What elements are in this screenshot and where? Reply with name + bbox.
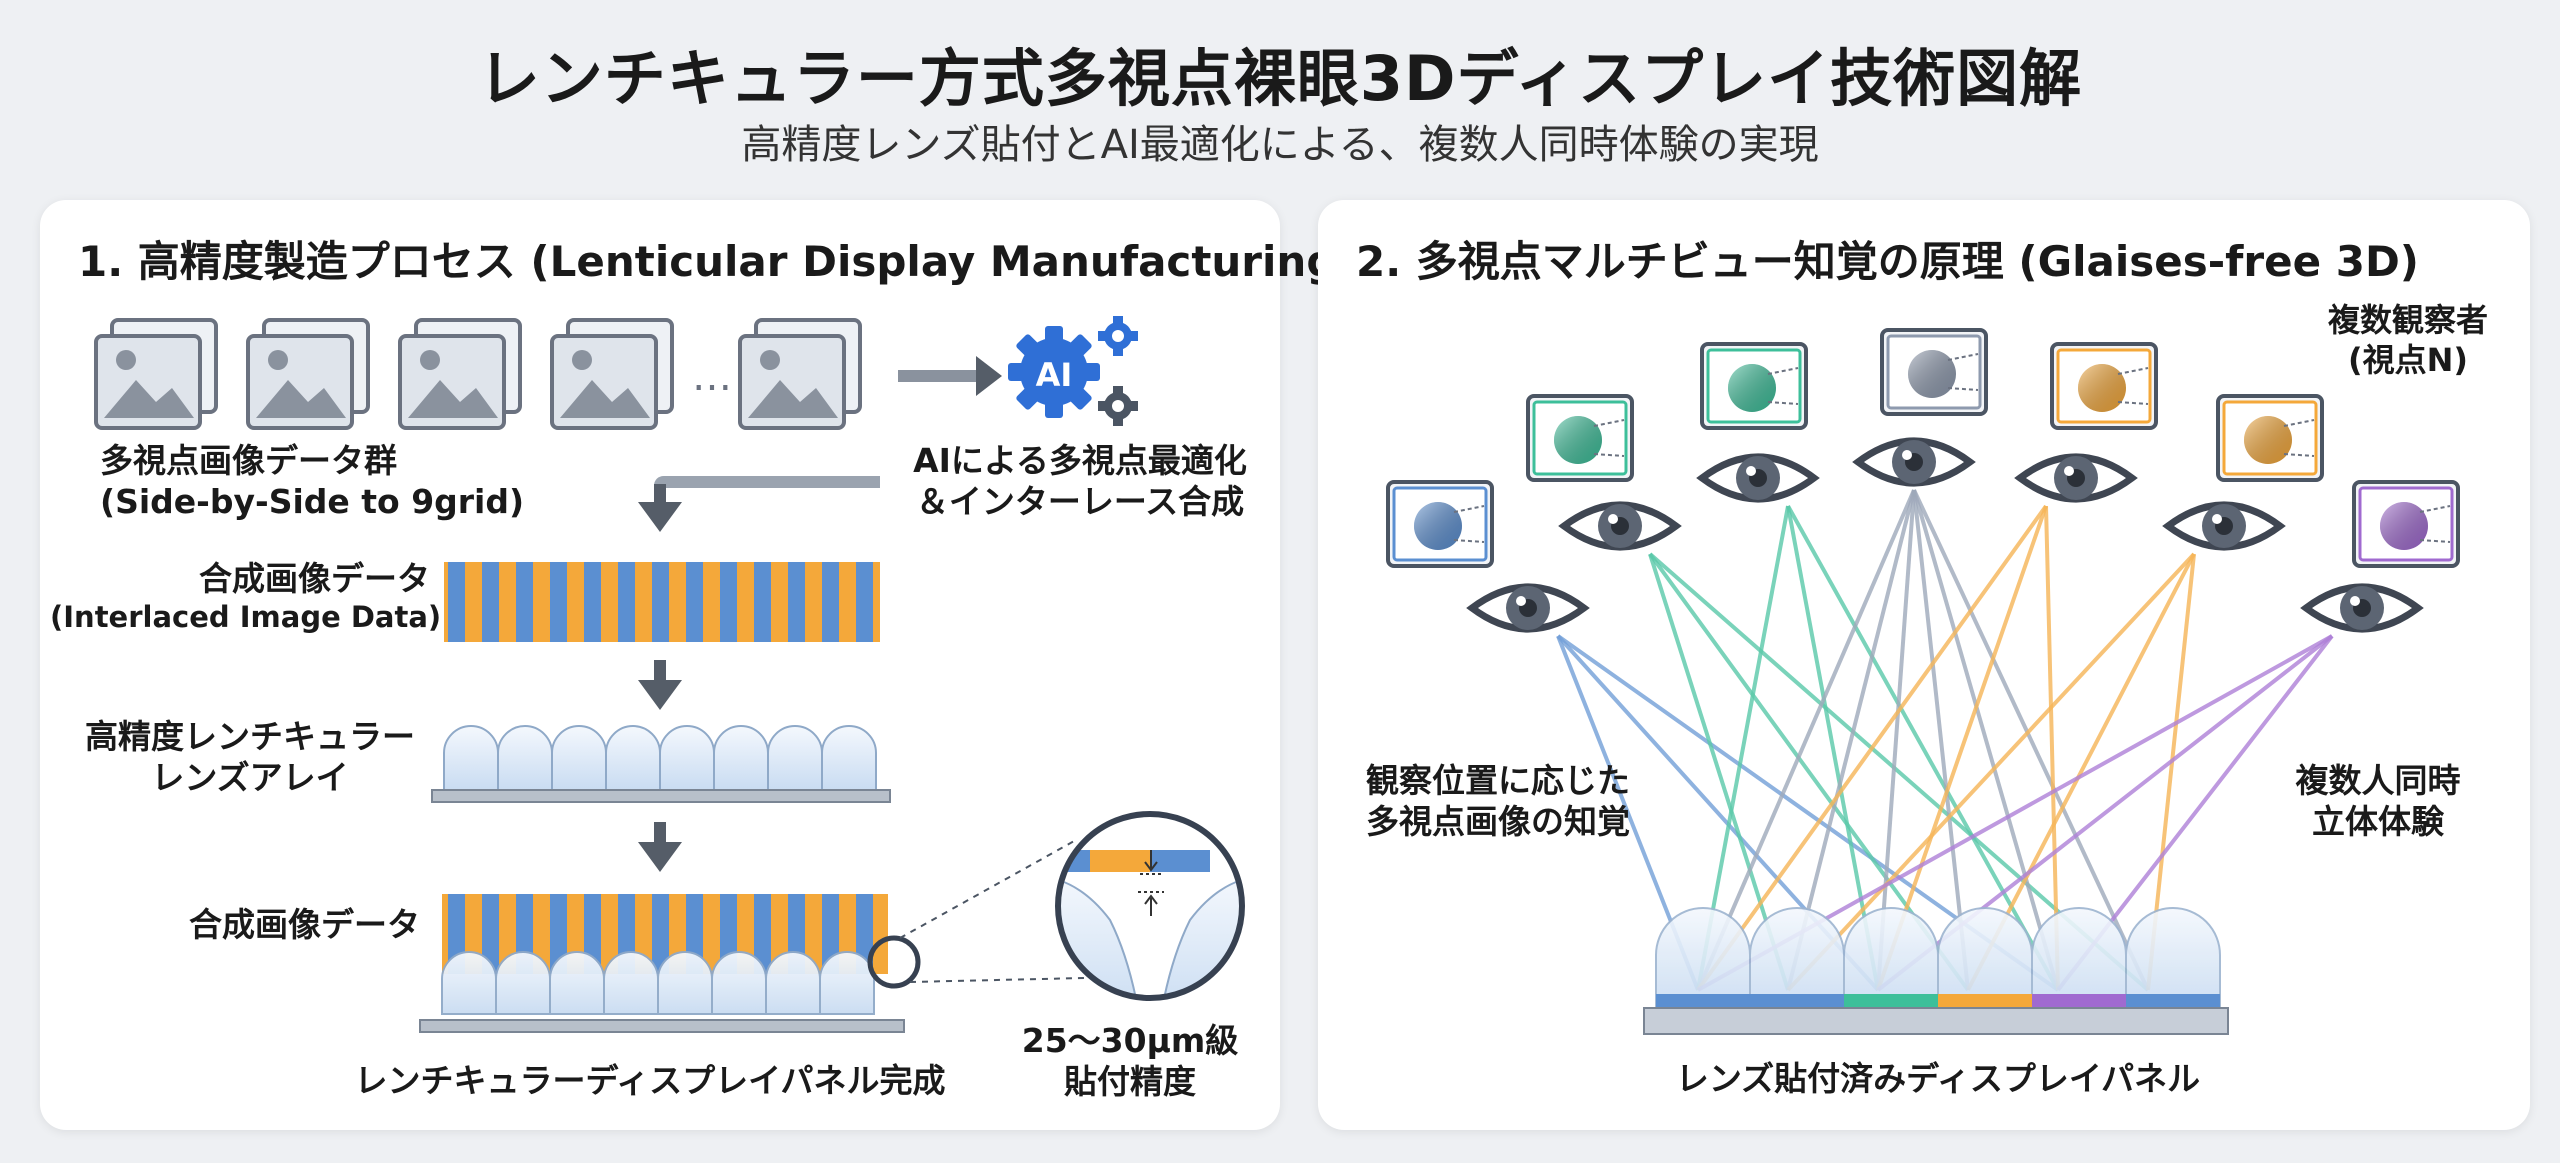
lens <box>1655 907 1751 1009</box>
perception-label: 観察位置に応じた 多視点画像の知覚 <box>1366 761 1630 842</box>
light-ray <box>1786 489 1916 991</box>
lens-label: 高精度レンチキュラー レンズアレイ <box>85 717 415 798</box>
lens <box>2031 907 2127 1009</box>
image-icon-1 <box>94 318 218 430</box>
lens <box>819 951 875 1015</box>
lens-array-icon <box>431 725 891 803</box>
lens <box>711 951 767 1015</box>
ellipsis: … <box>692 354 732 400</box>
pixel-segment <box>1844 994 1938 1008</box>
lens <box>1843 907 1939 1009</box>
image-icon-5 <box>738 318 862 430</box>
pixel-segment <box>1656 994 1750 1008</box>
combined-panel <box>419 894 921 1033</box>
view-cubes <box>1386 328 2460 568</box>
lens <box>1749 907 1845 1009</box>
lens <box>713 725 769 791</box>
light-ray <box>1648 553 1790 991</box>
observers-label: 複数観察者 (視点N) <box>2327 301 2488 379</box>
lens <box>1937 907 2033 1009</box>
light-ray <box>1696 489 1916 991</box>
light-ray <box>2044 505 2060 991</box>
eye-icon <box>1558 501 1682 551</box>
arrow-right-icon <box>898 356 1002 396</box>
perception-panel-title: 2. 多視点マルチビュー知覚の原理 (Glaises-free 3D) <box>1356 237 2420 286</box>
interlaced-label: 合成画像データ (Interlaced Image Data) <box>50 559 442 635</box>
eye-icon <box>2162 501 2286 551</box>
view-image-icon <box>2216 394 2324 482</box>
page-title: レンチキュラー方式多視点裸眼3Dディスプレイ技術図解 <box>477 42 2083 115</box>
arrow-down-icon-2 <box>638 822 682 872</box>
lens <box>821 725 877 791</box>
ai-gear-icon: AI <box>1008 316 1138 426</box>
pixel-segment <box>1750 994 1844 1008</box>
simultaneous-label: 複数人同時 立体体験 <box>2295 761 2461 842</box>
lens <box>603 951 659 1015</box>
ai-label: AIによる多視点最適化 ＆インターレース合成 <box>913 441 1247 522</box>
light-rays <box>1556 489 2334 992</box>
display-panel <box>1643 907 2229 1035</box>
view-image-icon <box>2352 480 2460 568</box>
light-ray <box>1786 552 2196 992</box>
complete-label: レンチキュラーディスプレイパネル完成 <box>354 1061 946 1100</box>
light-ray <box>1912 489 2150 991</box>
manufacturing-panel: 1. 高精度製造プロセス (Lenticular Display Manufac… <box>40 200 1356 1130</box>
interlaced-strip <box>444 562 880 642</box>
eye-icon <box>2300 583 2424 633</box>
display-panel-label: レンズ貼付済みディスプレイパネル <box>1675 1059 2201 1098</box>
lens <box>605 725 661 791</box>
lens <box>497 725 553 791</box>
lens <box>549 951 605 1015</box>
zoom-detail <box>899 811 1245 1001</box>
image-icon-3 <box>398 318 522 430</box>
lens <box>767 725 823 791</box>
lens <box>551 725 607 791</box>
perception-diagram <box>1386 328 2460 1035</box>
lens <box>657 951 713 1015</box>
view-image-icon <box>1526 394 1634 482</box>
manufacturing-panel-title: 1. 高精度製造プロセス (Lenticular Display Manufac… <box>78 237 1356 286</box>
manufacturing-diagram: … <box>94 316 1245 1033</box>
view-image-icon <box>1880 328 1988 416</box>
observer-eyes <box>1466 437 2424 633</box>
pixel-segment <box>2126 994 2220 1008</box>
elbow-arrow-icon <box>638 476 880 532</box>
lens <box>2125 907 2221 1009</box>
eye-icon <box>1466 583 1590 633</box>
light-ray <box>1696 504 2048 992</box>
pixel-segment <box>1938 994 2032 1008</box>
arrow-down-icon <box>638 660 682 710</box>
view-image-icon <box>1386 480 1494 568</box>
image-icon-2 <box>246 318 370 430</box>
combined-label: 合成画像データ <box>189 905 420 944</box>
ai-badge-text: AI <box>1036 356 1073 394</box>
lens <box>765 951 821 1015</box>
eye-icon <box>1852 437 1976 487</box>
view-image-icon <box>1700 342 1808 430</box>
eye-icon <box>2014 453 2138 503</box>
pixel-segment <box>2032 994 2126 1008</box>
page-subtitle: 高精度レンズ貼付とAI最適化による、複数人同時体験の実現 <box>741 122 1819 168</box>
image-icon-4 <box>550 318 674 430</box>
light-ray <box>1786 505 2060 991</box>
images-label: 多視点画像データ群 (Side-by-Side to 9grid) <box>100 441 525 522</box>
lens <box>659 725 715 791</box>
lens <box>443 725 499 791</box>
perception-panel: 2. 多視点マルチビュー知覚の原理 (Glaises-free 3D) 複数観察… <box>1318 200 2530 1130</box>
eye-icon <box>1696 453 1820 503</box>
lens <box>495 951 551 1015</box>
lens <box>441 951 497 1015</box>
view-image-icon <box>2050 342 2158 430</box>
light-ray <box>1876 489 1916 991</box>
light-ray <box>1912 489 2060 991</box>
light-ray <box>1912 489 1970 991</box>
precision-label: 25〜30μm級 貼付精度 <box>1021 1021 1239 1102</box>
